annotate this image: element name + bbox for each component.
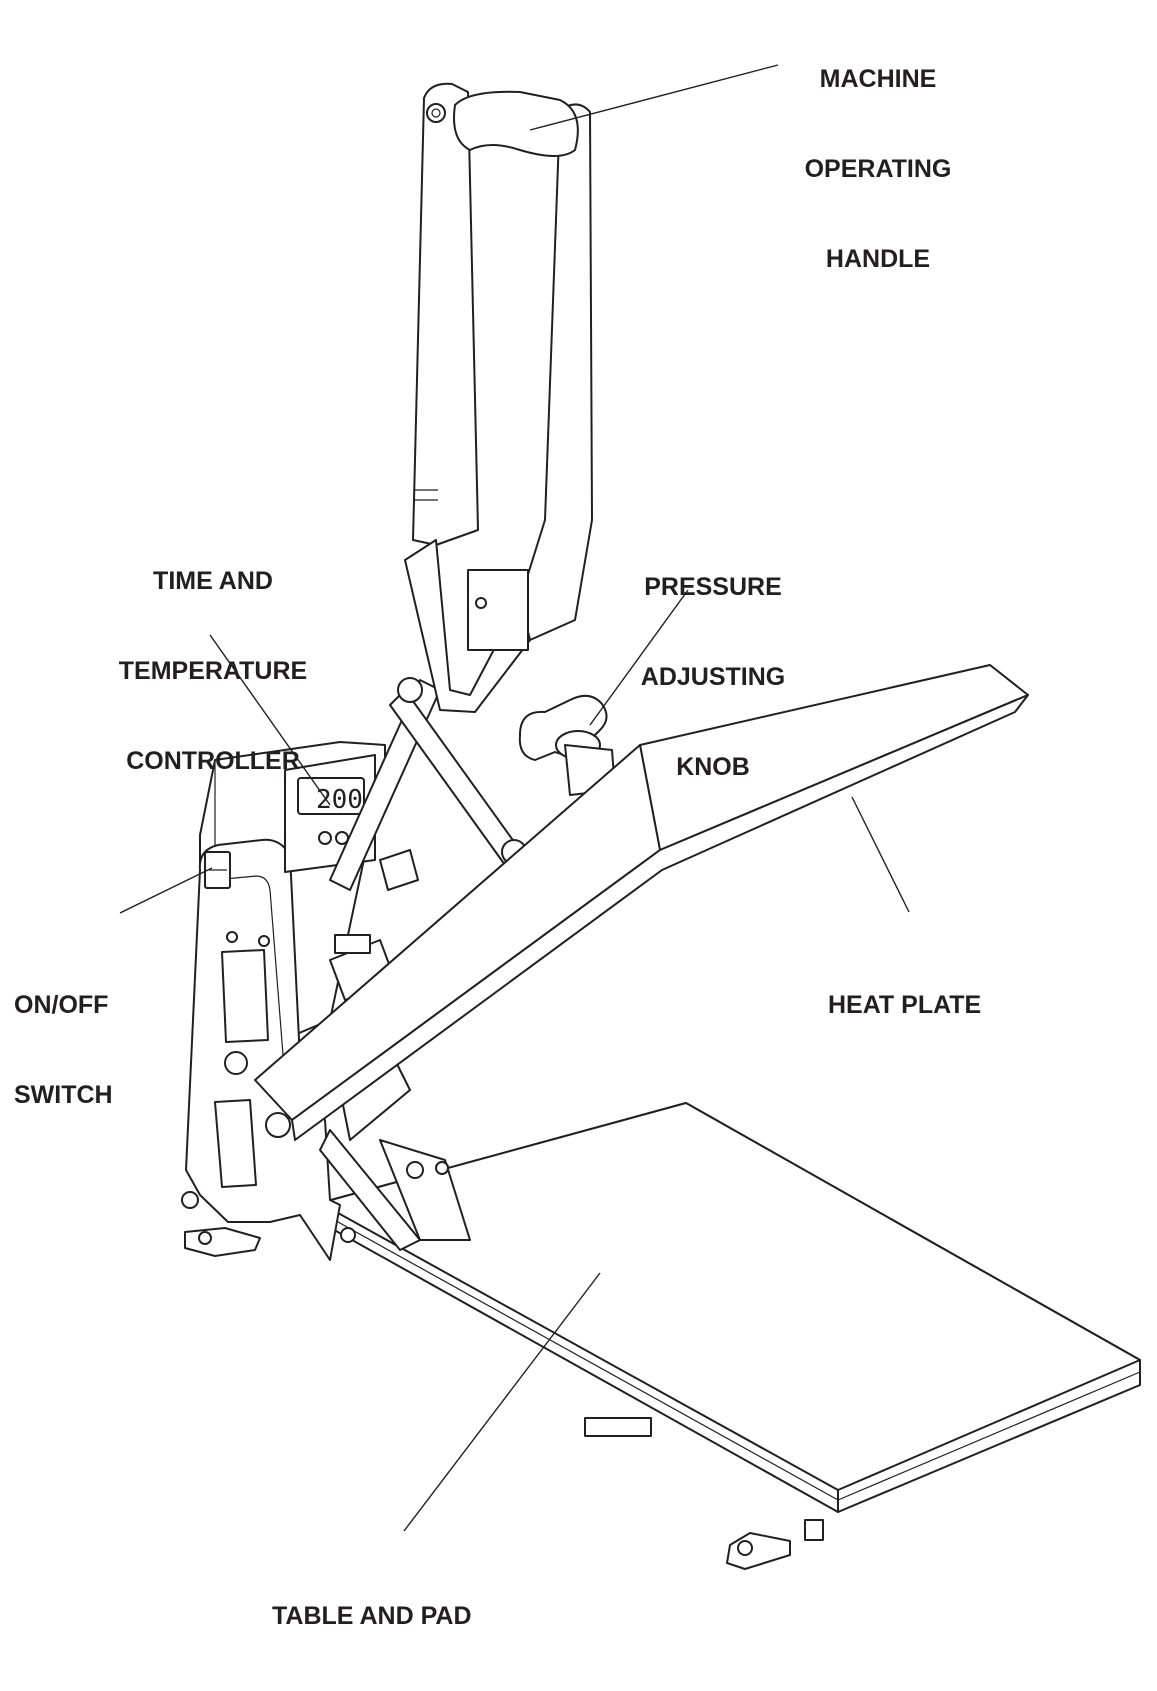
table-and-pad [319,1102,1141,1570]
leader-heat-plate [851,796,910,913]
label-heat-plate: HEAT PLATE [828,930,1028,1080]
label-table-line-1: TABLE AND PAD [272,1602,472,1630]
label-pressure-adjusting-knob: PRESSURE ADJUSTING KNOB [608,512,818,842]
label-knob-line-1: PRESSURE [644,573,782,601]
label-controller-line-3: CONTROLLER [126,747,300,775]
heat-press-illustration: 200 [119,64,1141,1570]
label-on-off-switch: ON/OFF SWITCH [14,930,164,1170]
leader-lines [119,64,910,1532]
controller-display-reading: 200 [316,785,363,815]
label-controller-line-2: TEMPERATURE [118,657,308,685]
label-controller-line-1: TIME AND [153,567,273,595]
leader-table [403,1272,601,1532]
label-table-and-pad: TABLE AND PAD [272,1541,532,1691]
linkage-arms [319,677,527,1251]
label-knob-line-3: KNOB [676,753,750,781]
label-handle-line-2: OPERATING [804,155,952,183]
leader-controller [209,634,331,806]
label-handle-line-1: MACHINE [819,65,937,93]
leader-handle [529,64,779,131]
label-handle-line-3: HANDLE [825,245,931,273]
label-switch-line-2: SWITCH [14,1081,113,1109]
label-knob-line-2: ADJUSTING [640,663,786,691]
heat-press-diagram: 200 [14,4,1141,1630]
label-time-temperature-controller: TIME AND TEMPERATURE CONTROLLER [98,506,328,836]
machine-operating-handle [404,82,593,713]
label-machine-operating-handle: MACHINE OPERATING HANDLE [788,4,968,334]
leader-switch [119,867,213,914]
heat-plate [254,664,1029,1141]
leader-knob [589,589,689,726]
label-switch-line-1: ON/OFF [14,991,109,1019]
label-heat-plate-line-1: HEAT PLATE [828,991,982,1019]
